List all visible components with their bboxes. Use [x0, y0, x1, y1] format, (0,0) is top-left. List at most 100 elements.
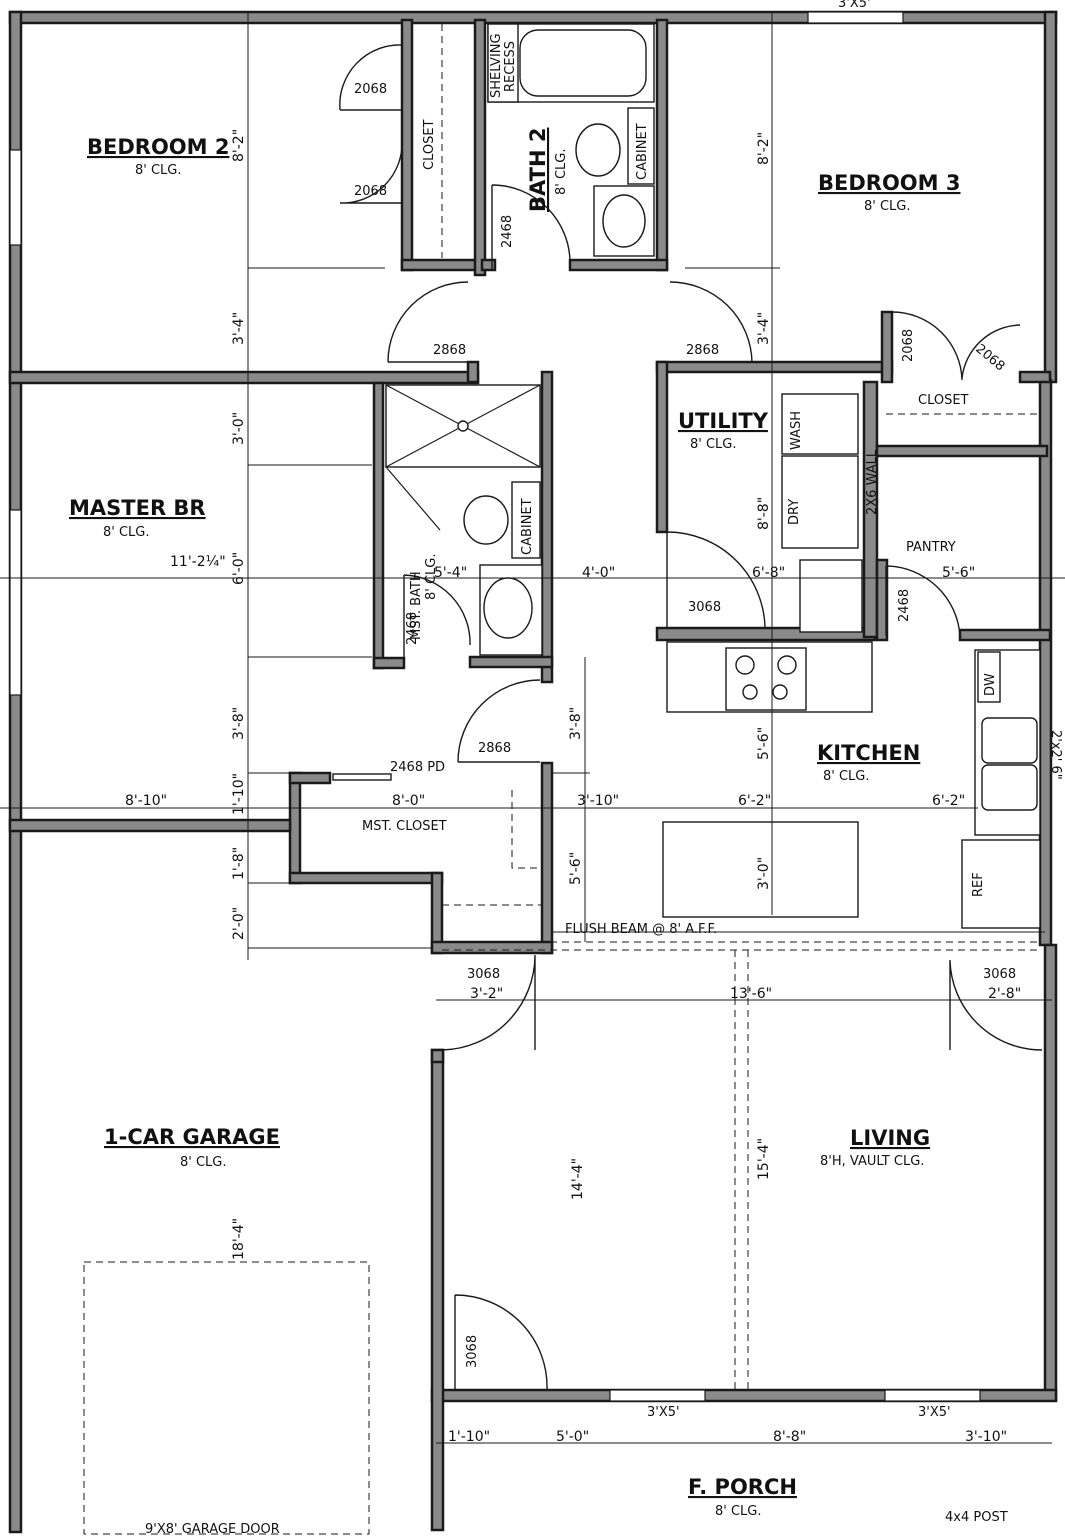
wall-garage-living [430, 1048, 445, 1064]
room-utility: UTILITY [678, 409, 769, 433]
wall-mstbath-right [540, 370, 554, 684]
dim-liv-v1: 14'-4" [570, 1158, 586, 1200]
sink-bowl-1 [981, 717, 1038, 764]
wall-mstbath-bottom [468, 655, 554, 669]
shelving-recess [487, 23, 519, 103]
dim-h-4-0: 4'-0" [582, 565, 615, 581]
wall-right-lower [1043, 943, 1058, 1402]
door-code-mst-closet-pd: 2468 PD [390, 760, 445, 775]
ceiling-mst-bath: 8' CLG. [424, 553, 439, 600]
wall-mstbath-left [372, 381, 385, 670]
dim-h-5-4: 5'-4" [434, 565, 467, 581]
ceiling-kitchen: 8' CLG. [823, 769, 870, 784]
door-front [454, 1294, 548, 1391]
door-b2-closet-bot [339, 139, 403, 204]
wall-right-upper [1043, 10, 1058, 384]
room-mst-bath: MST. BATH [409, 571, 424, 640]
dim-mc-v1: 3'-8" [568, 707, 584, 740]
room-kitchen: KITCHEN [817, 741, 920, 765]
label-mst-closet: MST. CLOSET [362, 819, 447, 834]
kitchen-island [662, 821, 859, 918]
washer [781, 393, 859, 455]
door-code-living-side: 3068 [983, 967, 1016, 982]
door-code-front: 3068 [465, 1335, 480, 1368]
door-code-b2-closet-bot: 2068 [354, 184, 387, 199]
door-b3-closet-b [961, 324, 1021, 379]
door-code-b3-closet-b: 2068 [972, 342, 1007, 375]
window-code-living-right: 3'X5' [918, 1405, 951, 1420]
door-mst-bath [403, 574, 471, 660]
dim-p-1-10: 1'-10" [448, 1429, 490, 1445]
wall-pantry-top [875, 444, 1049, 458]
door-code-mst-entry: 2868 [478, 741, 511, 756]
label-2x6-wall: 2X6 WALL [865, 449, 880, 515]
dim-g-v1: 1'-8" [231, 847, 247, 880]
wall-mstcloset-top-stub [288, 771, 332, 785]
dim-h-5-6: 5'-6" [942, 565, 975, 581]
sink-bath2 [602, 194, 646, 248]
dim-k-v2: 3'-0" [756, 857, 772, 890]
door-code-pantry: 2468 [897, 589, 912, 622]
refrigerator [961, 839, 1041, 929]
wall-b3-bottom [655, 360, 894, 374]
toilet-mst [463, 495, 509, 545]
ceiling-master-br: 8' CLG. [103, 525, 150, 540]
dim-b3-v2: 3'-4" [756, 312, 772, 345]
wall-mstbath-bottom-stub [372, 656, 406, 670]
car-outline [83, 1261, 370, 1535]
label-dry: DRY [787, 499, 802, 525]
wall-left [8, 10, 23, 1534]
ceiling-bath2: 8' CLG. [554, 148, 569, 195]
wall-b2-closet-left [400, 18, 414, 272]
ceiling-bedroom2: 8' CLG. [135, 163, 182, 178]
wall-mstcloset-left [288, 771, 302, 885]
door-codes: 2068 2068 2468 2868 2868 2068 2068 3068 … [145, 0, 1016, 1536]
wall-bath2-stub [480, 258, 497, 272]
dim-mc-v2: 5'-6" [568, 852, 584, 885]
door-b3-entry [669, 281, 753, 363]
wall-2x6 [862, 380, 879, 639]
dim-mb-v4: 1'-10" [231, 773, 247, 815]
door-code-b2-closet-top: 2068 [354, 82, 387, 97]
pocket-door [332, 773, 392, 781]
dim-liv-v2: 15'-4" [756, 1138, 772, 1180]
label-closet-b2: CLOSET [422, 119, 437, 170]
dim-b3-v1: 8'-2" [756, 132, 772, 165]
dim-util-v: 8'-8" [756, 497, 772, 530]
toilet-bath2 [575, 123, 621, 177]
door-code-utility: 3068 [688, 600, 721, 615]
door-utility [666, 531, 766, 629]
door-b2-entry [387, 281, 469, 363]
fixtures [83, 23, 1041, 1535]
wall-hall-stub-left [466, 360, 480, 384]
room-living: LIVING [850, 1126, 930, 1150]
door-bath2 [491, 184, 571, 270]
window-master [9, 509, 22, 696]
label-pantry: PANTRY [906, 540, 956, 555]
dim-h-6-8: 6'-8" [752, 565, 785, 581]
room-bedroom3: BEDROOM 3 [818, 171, 960, 195]
label-wash: WASH [789, 411, 804, 450]
wall-b2-closet-bottom [400, 258, 484, 272]
bathtub-basin [519, 29, 647, 97]
wall-garage-right [430, 1048, 445, 1532]
room-bedroom2: BEDROOM 2 [87, 135, 229, 159]
dim-p-5-0: 5'-0" [556, 1429, 589, 1445]
label-cabinet-mst: CABINET [520, 498, 535, 555]
door-code-b3-entry: 2868 [686, 343, 719, 358]
wall-bath2-bottom [568, 258, 669, 272]
dim-h-8-10: 8'-10" [125, 793, 167, 809]
label-flush-beam: FLUSH BEAM @ 8' A.F.F. [565, 922, 717, 937]
dim-b2-v2: 3'-4" [231, 312, 247, 345]
wall-pantry-left [875, 558, 889, 642]
dim-mb-v1: 3'-0" [231, 412, 247, 445]
window-living-right [884, 1389, 981, 1402]
dim-g-v3: 18'-4" [231, 1218, 247, 1260]
cabinet-bath2 [627, 107, 655, 185]
window-code-top: 3'X5' [838, 0, 871, 11]
room-labels: BEDROOM 2 8' CLG. BEDROOM 3 8' CLG. BATH… [69, 128, 960, 1519]
ceiling-bedroom3: 8' CLG. [864, 199, 911, 214]
wall-utility-left [655, 360, 669, 534]
dim-g-v2: 2'-0" [231, 907, 247, 940]
